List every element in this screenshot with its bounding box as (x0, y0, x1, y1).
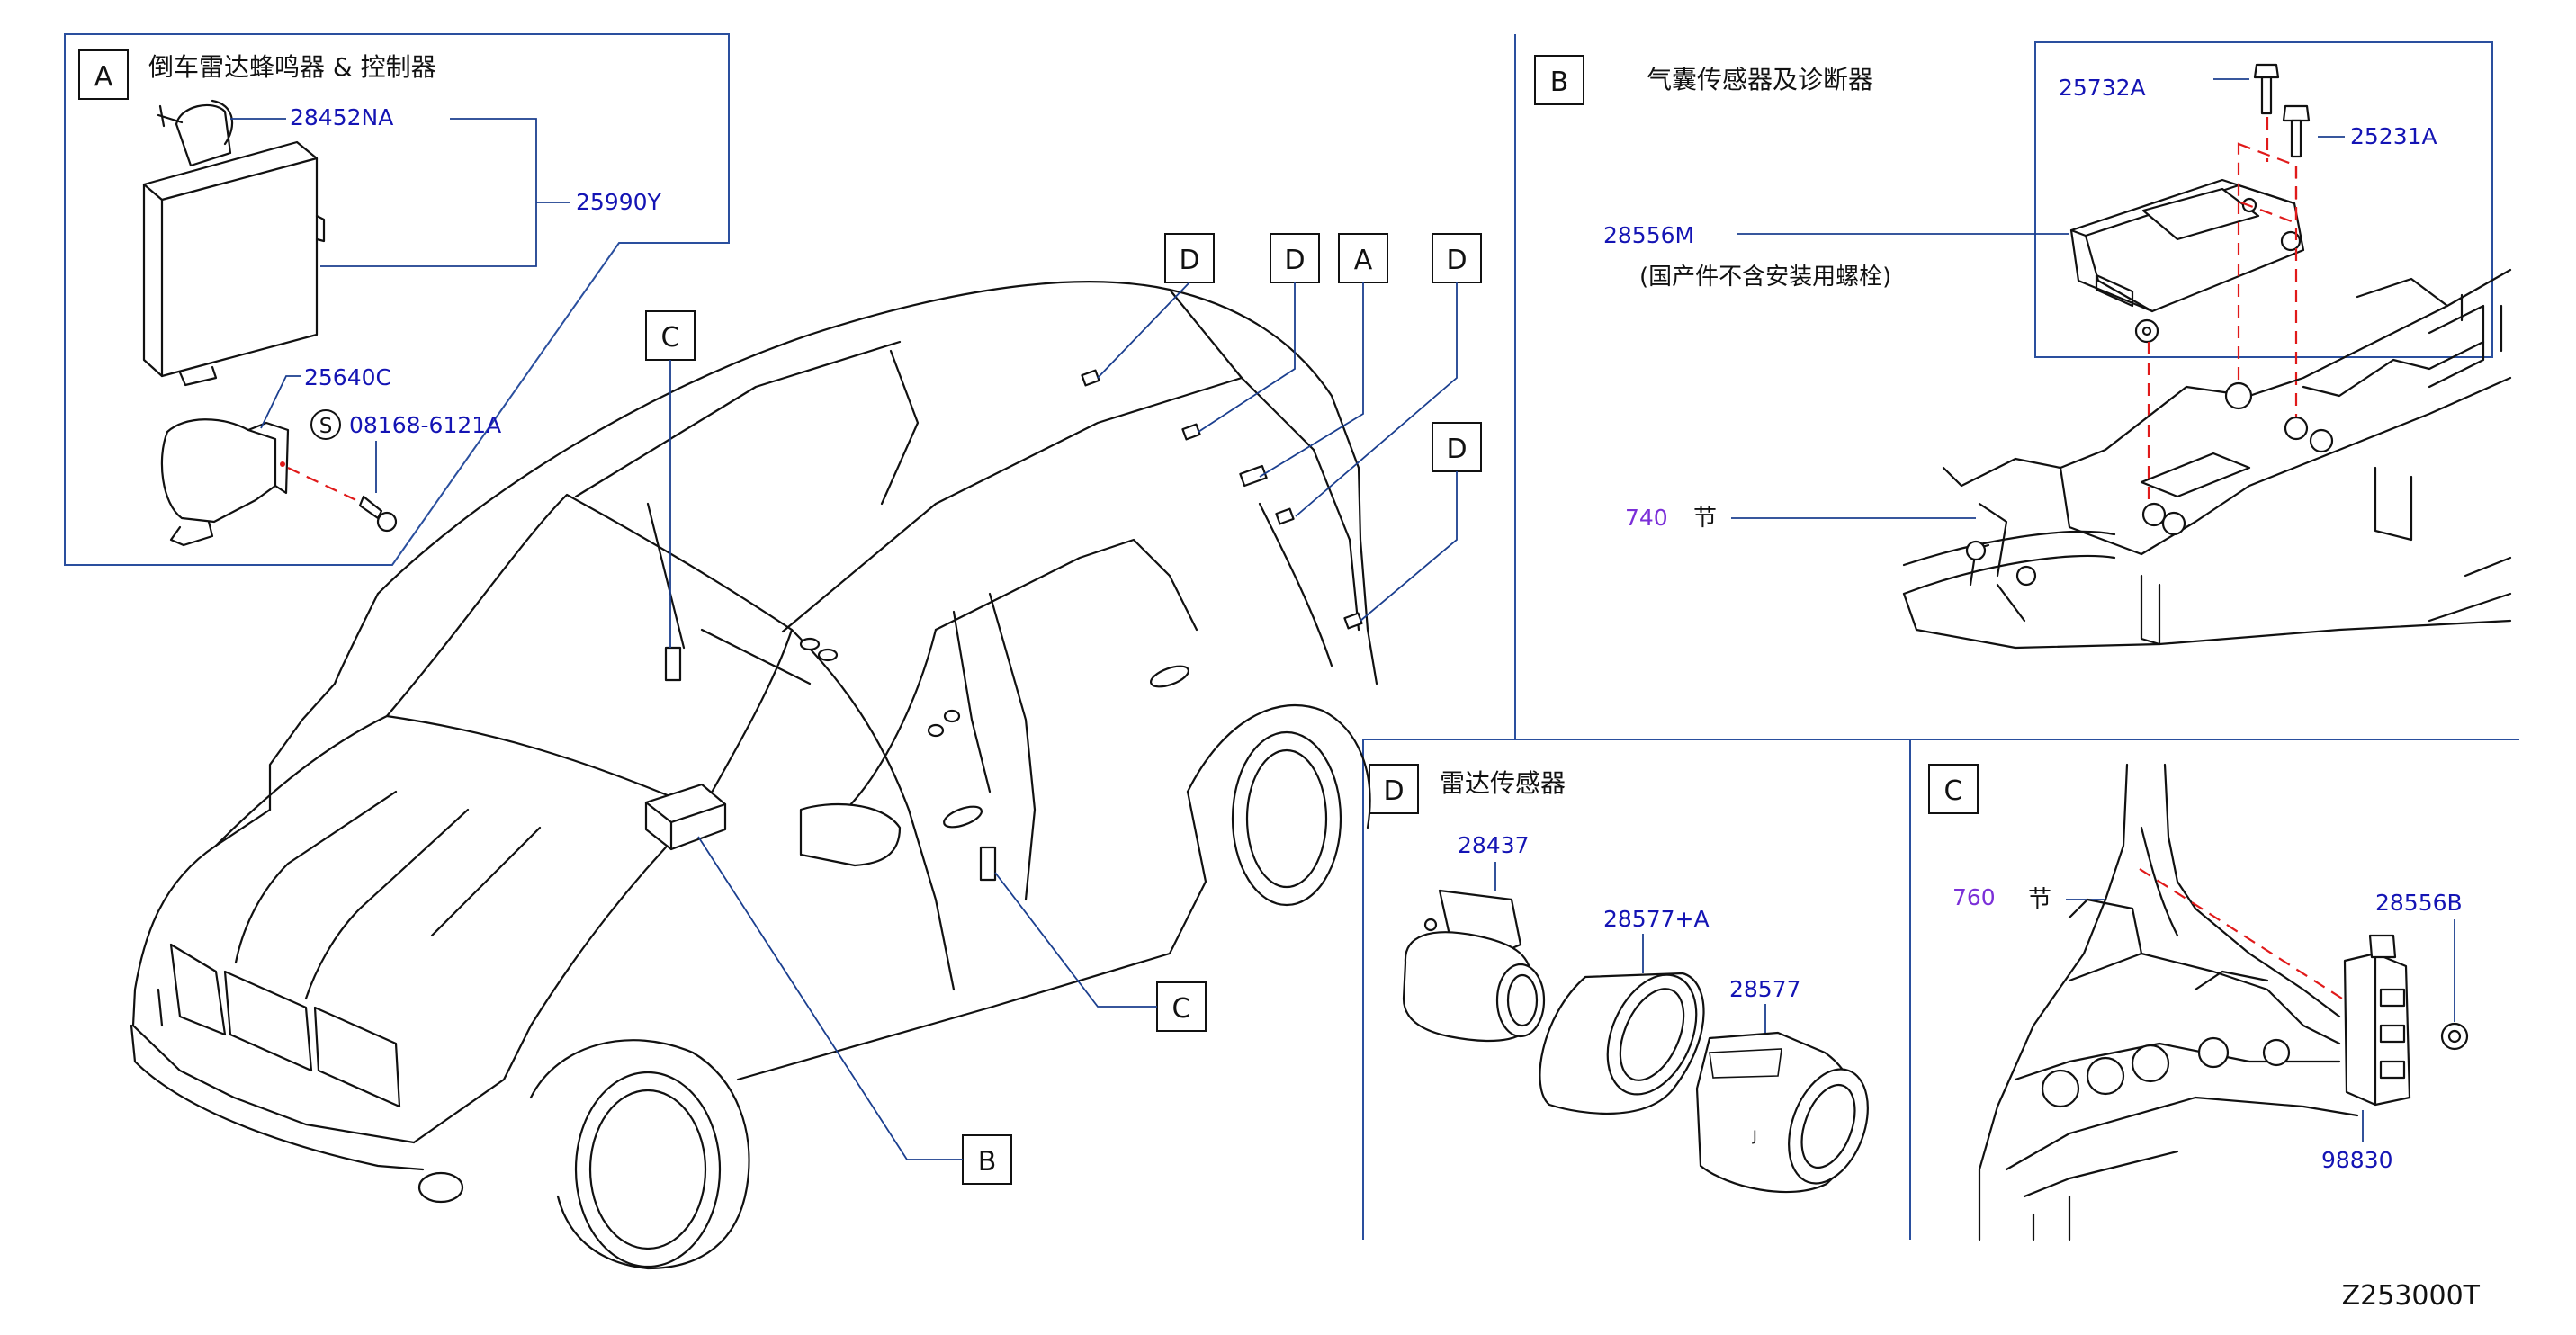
part-25990y: 25990Y (576, 189, 662, 215)
part-28577-a: 28577+A (1603, 906, 1710, 932)
panel-a: A 倒车雷达蜂鸣器 & 控制器 28452NA 25990Y 25640C (78, 49, 662, 547)
sensor-98830 (2343, 934, 2411, 1107)
panel-b: B 气囊传感器及诊断器 25732A 25231A 28556M (国产件 (1534, 55, 2512, 650)
diagram-id: Z253000T (2342, 1280, 2481, 1312)
vehicle-floor-bracket (1902, 268, 2512, 650)
section-b-letter: B (1550, 67, 1569, 98)
part-28556b: 28556B (2375, 890, 2463, 916)
panel-c: C 760 节 (1928, 763, 2469, 1241)
section-b-title: 气囊传感器及诊断器 (1647, 65, 1873, 94)
callout-d-4 (1432, 422, 1482, 472)
radar-sensor-28437 (1402, 889, 1546, 1043)
sonar-control-unit (142, 99, 326, 387)
part-28556m: 28556M (1603, 222, 1694, 248)
svg-text:D: D (1446, 434, 1467, 465)
panel-frames (64, 33, 2519, 1240)
part-08168-6121a: 08168-6121A (349, 412, 501, 438)
svg-text:D: D (1284, 245, 1305, 276)
section-ref-740: 740 (1625, 505, 1668, 531)
part-25231a: 25231A (2350, 123, 2437, 149)
svg-text:C: C (661, 322, 680, 354)
section-ref-740-unit: 节 (1693, 505, 1717, 532)
panel-d: D 雷达传感器 28437 28577+A 28577 J (1369, 764, 1869, 1194)
callout-d-2 (1270, 233, 1320, 283)
section-ref-760-unit: 节 (2028, 886, 2051, 913)
mark-j: J (1752, 1127, 1757, 1144)
sensor-holder-28577a (1539, 972, 1705, 1115)
section-b-tag (1534, 55, 1584, 105)
section-d-tag (1369, 764, 1419, 814)
part-25640c: 25640C (304, 364, 391, 390)
section-ref-760: 760 (1952, 884, 1996, 910)
part-28577: 28577 (1729, 976, 1801, 1002)
vehicle-illustration (130, 281, 1378, 1270)
nut-28556b (2440, 1022, 2469, 1051)
svg-text:D: D (1446, 245, 1467, 276)
section-c-letter: C (1944, 775, 1963, 807)
vehicle-callouts: D D A D D C C B (645, 233, 1482, 1185)
bezel-28577 (1695, 1031, 1869, 1194)
marker-s: S (319, 415, 333, 438)
svg-text:B: B (978, 1146, 997, 1178)
section-a-title: 倒车雷达蜂鸣器 & 控制器 (148, 52, 436, 82)
part-28556m-note: (国产件不含安装用螺栓) (1639, 264, 1891, 291)
bracket-25640c (160, 418, 290, 547)
b-pillar-structure (1978, 763, 2359, 1241)
bolt-25732a (2253, 63, 2280, 115)
standard-part-marker (310, 409, 341, 440)
callout-c-1 (645, 310, 696, 361)
part-28437: 28437 (1458, 832, 1530, 858)
section-a-letter: A (94, 61, 113, 93)
part-25732a: 25732A (2059, 75, 2146, 101)
svg-text:A: A (1354, 245, 1373, 276)
callout-d-3 (1432, 233, 1482, 283)
part-28452na: 28452NA (290, 104, 393, 130)
airbag-sensor-unit (2069, 178, 2305, 344)
svg-text:C: C (1172, 993, 1191, 1025)
section-d-title: 雷达传感器 (1440, 768, 1566, 798)
svg-text:D: D (1179, 245, 1199, 276)
section-c-tag (1928, 764, 1979, 814)
screw-08168 (358, 495, 398, 533)
part-98830: 98830 (2321, 1147, 2393, 1173)
section-a-tag (78, 49, 129, 100)
bolt-25231a (2282, 104, 2311, 158)
callout-d-1 (1164, 233, 1215, 283)
section-d-letter: D (1383, 775, 1404, 807)
